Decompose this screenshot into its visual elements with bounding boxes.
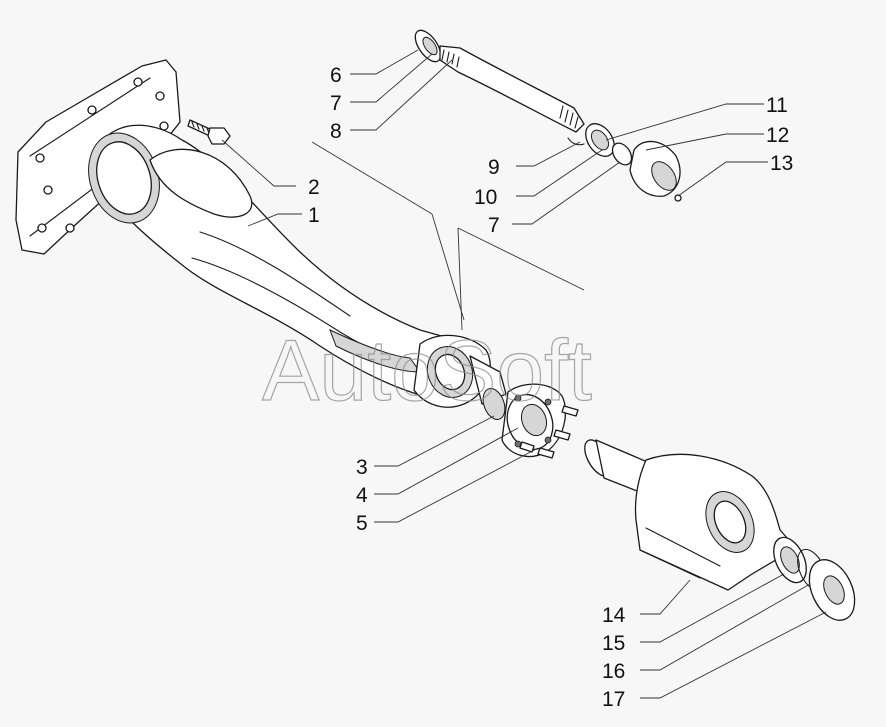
- callout-label: 12: [766, 124, 789, 147]
- callout-label: 15: [602, 632, 625, 655]
- callout-label: 7: [330, 92, 342, 115]
- callout-label: 7: [488, 214, 500, 237]
- callout-label: 5: [356, 512, 368, 535]
- callout-label: 3: [356, 456, 368, 479]
- callout-label: 17: [602, 688, 625, 711]
- callout-label: 2: [308, 176, 320, 199]
- callout-label: 8: [330, 120, 342, 143]
- callout-label: 9: [488, 156, 500, 179]
- leader-lines: [221, 49, 827, 699]
- callout-label: 11: [766, 94, 788, 117]
- callout-label: 16: [602, 660, 625, 683]
- callout-label: 1: [308, 204, 320, 227]
- axle-housing: [15, 59, 507, 408]
- axis-guide-lines: [311, 141, 585, 331]
- hub-flange-assembly: [482, 383, 579, 459]
- watermark: AutoSoft: [262, 323, 592, 419]
- bolt: [187, 119, 231, 145]
- callout-label: 13: [770, 152, 793, 175]
- callout-labels: 1 2 3 4 5 6 7 8 9 10 11 12 13 7 14 15 16…: [308, 64, 793, 711]
- callout-label: 14: [602, 604, 626, 627]
- callout-label: 4: [356, 484, 368, 507]
- callout-label: 6: [330, 64, 342, 87]
- drive-shaft-assembly: [414, 29, 682, 202]
- callout-label: 10: [474, 186, 497, 209]
- steering-knuckle-assembly: [584, 439, 856, 621]
